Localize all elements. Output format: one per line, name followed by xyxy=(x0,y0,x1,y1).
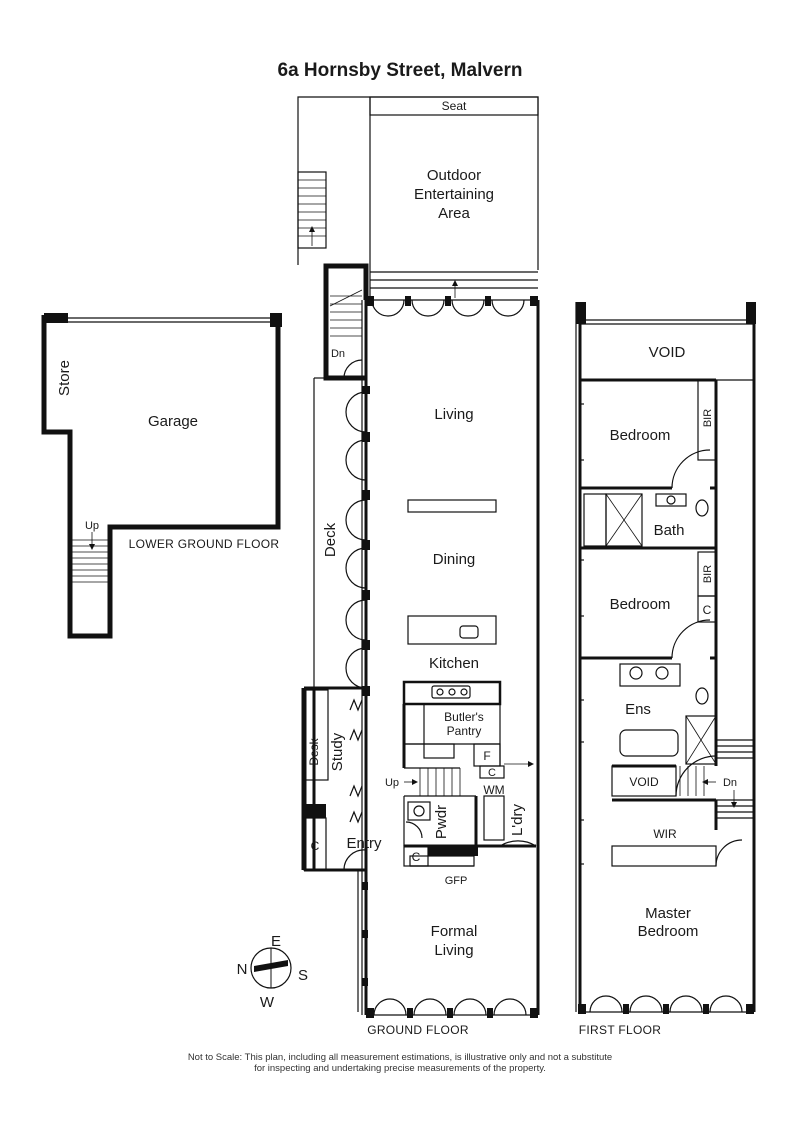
marker-dn: Dn xyxy=(723,777,737,789)
room-label-outdoor: Entertaining xyxy=(414,186,494,203)
room-label-bedroom: Bedroom xyxy=(610,596,671,613)
compass-w: W xyxy=(260,994,275,1011)
room-label-desk: Desk xyxy=(307,737,321,765)
marker-up: Up xyxy=(385,777,399,789)
marker-up: Up xyxy=(85,520,99,532)
room-label-master: Bedroom xyxy=(638,923,699,940)
outdoor-area xyxy=(297,96,539,300)
room-label-fridge: F xyxy=(483,749,490,763)
room-label-bir: BIR xyxy=(702,565,714,583)
ground-floor xyxy=(301,263,540,1018)
room-label-bedroom: Bedroom xyxy=(610,427,671,444)
floor-label-first: FIRST FLOOR xyxy=(579,1023,661,1037)
compass xyxy=(250,947,292,989)
room-label-void: VOID xyxy=(649,344,686,361)
room-label-garage: Garage xyxy=(148,413,198,430)
room-label-pwdr: Pwdr xyxy=(433,805,450,839)
room-label-ens: Ens xyxy=(625,701,651,718)
room-label-gfp: GFP xyxy=(445,875,468,887)
room-label-study: Study xyxy=(329,732,346,771)
compass-e: E xyxy=(271,933,281,950)
room-label-outdoor: Area xyxy=(438,205,470,222)
marker-cupboard: C xyxy=(412,850,421,864)
room-label-formal-living: Formal xyxy=(431,923,478,940)
room-label-bir: BIR xyxy=(702,409,714,427)
compass-s: S xyxy=(298,967,308,984)
room-label-deck: Deck xyxy=(322,522,339,557)
marker-cupboard: C xyxy=(703,603,712,617)
room-label-store: Store xyxy=(56,360,73,396)
room-label-entry: Entry xyxy=(346,835,382,852)
room-label-bath: Bath xyxy=(654,522,685,539)
room-label-formal-living: Living xyxy=(434,942,473,959)
lower-ground-floor xyxy=(41,313,282,639)
room-label-outdoor: Outdoor xyxy=(427,167,481,184)
disclaimer-line-1: Not to Scale: This plan, including all m… xyxy=(188,1052,612,1063)
room-label-living: Living xyxy=(434,406,473,423)
room-label-wm: WM xyxy=(483,783,504,797)
room-label-wir: WIR xyxy=(653,827,677,841)
first-floor xyxy=(575,302,756,1014)
marker-cupboard: C xyxy=(488,767,496,779)
room-label-seat: Seat xyxy=(442,99,467,113)
room-label-dining: Dining xyxy=(433,551,476,568)
disclaimer-line-2: for inspecting and undertaking precise m… xyxy=(254,1063,546,1074)
plan-title: 6a Hornsby Street, Malvern xyxy=(278,60,523,81)
marker-dn: Dn xyxy=(331,348,345,360)
marker-cupboard: C xyxy=(311,839,320,853)
room-label-void: VOID xyxy=(629,775,659,789)
room-label-ldry: L'dry xyxy=(509,803,526,836)
compass-n: N xyxy=(237,961,248,978)
room-label-kitchen: Kitchen xyxy=(429,655,479,672)
floor-label-lower: LOWER GROUND FLOOR xyxy=(129,537,280,551)
room-label-butlers: Pantry xyxy=(447,724,482,738)
room-label-master: Master xyxy=(645,905,691,922)
floor-label-ground: GROUND FLOOR xyxy=(367,1023,469,1037)
room-label-butlers: Butler's xyxy=(444,710,484,724)
